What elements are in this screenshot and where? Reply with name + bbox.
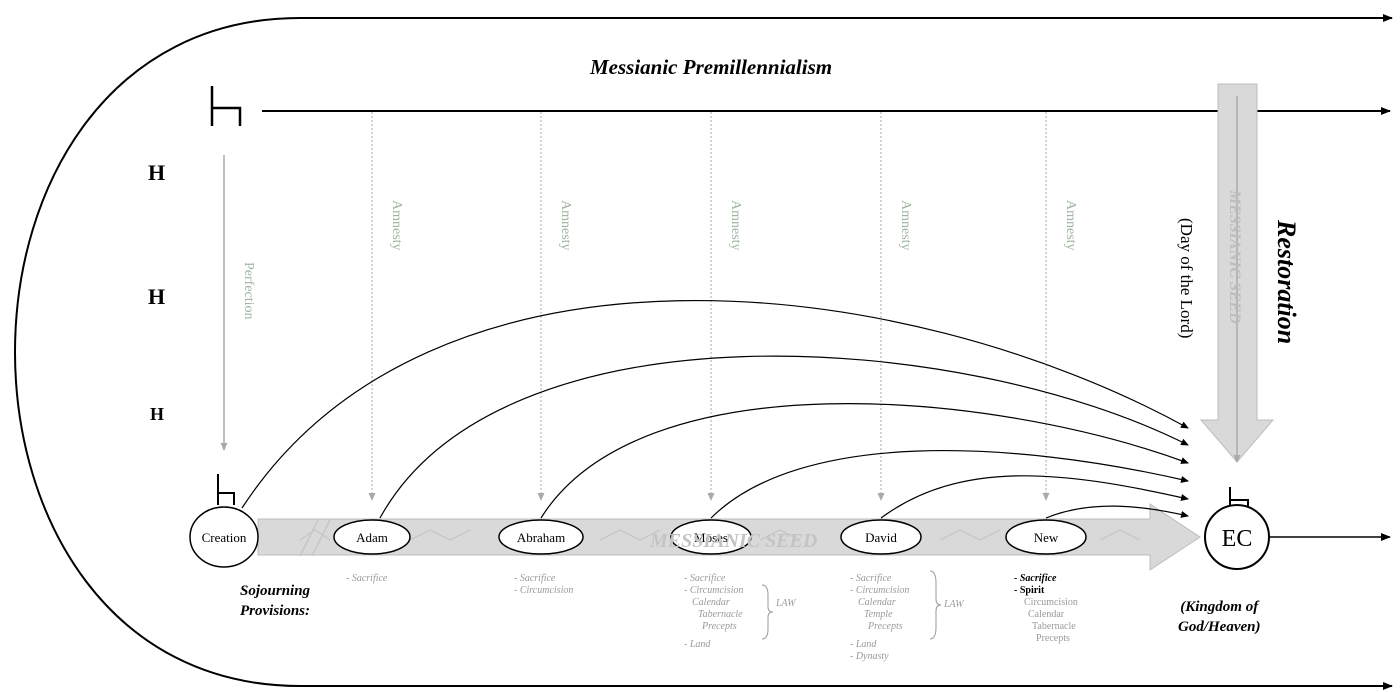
moses-law-brace — [761, 584, 774, 640]
provision-item: - Circumcision — [514, 585, 574, 596]
node-label-new: New — [1034, 530, 1059, 545]
moses-law-label: LAW — [776, 598, 796, 609]
node-ec — [1204, 504, 1270, 570]
page-title: Messianic Premillennialism — [590, 55, 833, 79]
amnesty-label: Amnesty — [1063, 200, 1078, 251]
kingdom-line: God/Heaven) — [1178, 619, 1261, 635]
arc-adam — [379, 355, 1189, 519]
node-david — [840, 519, 922, 555]
node-moses — [670, 519, 752, 555]
provisions-david: - Sacrifice - Circumcision Calendar Temp… — [850, 573, 909, 663]
node-adam — [333, 519, 411, 555]
provision-item: Tabernacle — [698, 609, 743, 620]
provision-item: - Land — [684, 639, 711, 650]
provision-item: - Sacrifice — [514, 573, 556, 584]
arc-abraham — [540, 403, 1189, 519]
node-new — [1005, 519, 1087, 555]
provision-item: - Spirit — [1014, 585, 1045, 596]
h-marker: H — [148, 160, 166, 185]
band-zigzag — [299, 529, 1141, 541]
provision-item: Precepts — [868, 621, 903, 632]
provisions-adam: - Sacrifice — [346, 573, 387, 585]
arc-creation — [241, 300, 1189, 509]
provision-item: Circumcision — [1024, 597, 1078, 608]
node-label-ec: EC — [1222, 526, 1253, 552]
amnesty-label: Amnesty — [898, 200, 913, 251]
band-slashes — [299, 519, 331, 557]
provision-item: Calendar — [692, 597, 730, 608]
restoration-label: Restoration — [1272, 220, 1301, 345]
amnesty-label: Amnesty — [389, 200, 404, 251]
h-marker: H — [150, 404, 165, 424]
kingdom-line: (Kingdom of — [1180, 599, 1259, 615]
kingdom-label: (Kingdom of God/Heaven) — [1178, 597, 1260, 637]
provision-item: Calendar — [858, 597, 896, 608]
provision-item: Tabernacle — [1032, 621, 1076, 632]
provision-item: - Sacrifice — [346, 573, 388, 584]
outer-loop — [14, 17, 1388, 687]
provisions-moses: - Sacrifice - Circumcision Calendar Tabe… — [684, 573, 743, 651]
david-law-label: LAW — [944, 599, 964, 610]
vertical-band-text: MESSIANIC SEED — [1226, 189, 1243, 324]
perfection-label: Perfection — [241, 262, 256, 320]
node-label-david: David — [865, 530, 897, 545]
sojourning-provisions-title: Sojourning Provisions: — [240, 581, 310, 621]
provision-item: - Sacrifice — [684, 573, 726, 584]
provision-item: Precepts — [702, 621, 737, 632]
throne-symbol-top — [210, 86, 242, 126]
provision-item: Calendar — [1028, 609, 1065, 620]
h-marker: H — [148, 284, 166, 309]
node-abraham — [498, 519, 584, 555]
provision-item: Temple — [864, 609, 893, 620]
band-text: MESSIANIC SEED — [649, 530, 817, 552]
arc-moses — [710, 450, 1189, 519]
amnesty-label: Amnesty — [558, 200, 573, 251]
sojourning-line: Sojourning — [240, 583, 311, 599]
arc-david — [880, 475, 1189, 519]
provision-item: - Sacrifice — [1014, 573, 1057, 584]
provisions-line: Provisions: — [240, 603, 311, 619]
node-creation — [189, 506, 259, 568]
provision-item: - Circumcision — [850, 585, 910, 596]
node-label-adam: Adam — [356, 530, 388, 545]
provision-item: - Circumcision — [684, 585, 744, 596]
provision-item: - Dynasty — [850, 651, 889, 662]
node-label-moses: Moses — [694, 530, 728, 545]
amnesty-label: Amnesty — [728, 200, 743, 251]
arc-new — [1045, 505, 1189, 519]
provision-item: Precepts — [1036, 633, 1070, 644]
throne-symbol-creation — [217, 474, 235, 505]
provisions-abraham: - Sacrifice - Circumcision — [514, 573, 573, 597]
david-law-brace — [929, 570, 942, 640]
provisions-new: - Sacrifice - Spirit Circumcision Calend… — [1014, 573, 1078, 645]
day-of-lord-label: (Day of the Lord) — [1177, 218, 1196, 339]
node-label-creation: Creation — [202, 530, 247, 545]
provision-item: - Sacrifice — [850, 573, 892, 584]
node-label-abraham: Abraham — [517, 530, 565, 545]
provision-item: - Land — [850, 639, 877, 650]
